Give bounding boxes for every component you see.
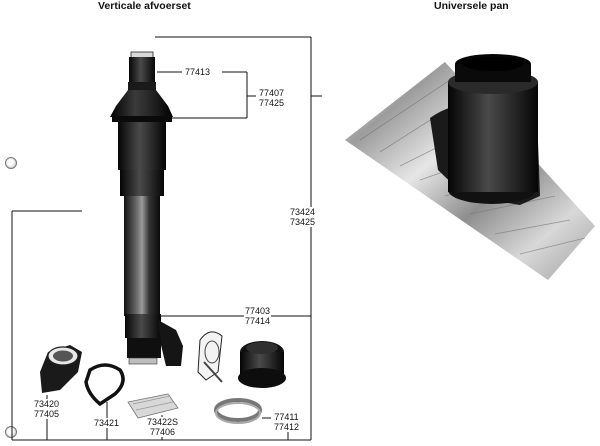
label-base-line2: 77414 — [245, 316, 271, 326]
label-clamp: 77411 77412 — [273, 412, 301, 432]
adapter-piece — [238, 341, 286, 388]
label-full-set-line2: 73425 — [290, 217, 316, 227]
label-clamp-line2: 77412 — [274, 422, 300, 432]
title-universal-roof-tile: Universele pan — [434, 0, 509, 12]
label-collar-line1: 73420 — [34, 399, 60, 409]
label-tape-line1: 73422S — [147, 417, 179, 427]
collar-piece — [40, 345, 82, 393]
aluminium-tape — [127, 393, 179, 419]
universal-roof-tile-photo — [345, 54, 595, 280]
mounting-bracket — [197, 331, 223, 383]
label-full-set-line1: 73424 — [290, 207, 316, 217]
label-top-cap: 77413 — [184, 67, 212, 77]
clamp-ring — [214, 398, 262, 424]
title-vertical-exhaust-set: Verticale afvoerset — [98, 0, 191, 12]
label-collar-line2: 77405 — [34, 409, 60, 419]
binder-hole-icon — [5, 157, 17, 169]
label-tape-line2: 77406 — [150, 427, 176, 437]
label-base-line1: 77403 — [245, 306, 271, 316]
label-base: 77403 77414 — [244, 306, 272, 326]
label-full-set: 73424 73425 — [289, 207, 317, 227]
rubber-ring — [84, 363, 125, 407]
label-cone-line1: 77407 — [259, 88, 285, 98]
label-tape: 73422S 77406 — [146, 417, 180, 437]
label-cone: 77407 77425 — [258, 88, 286, 108]
label-ring: 73421 — [93, 418, 121, 428]
vertical-flue-pipe — [110, 51, 183, 366]
label-collar: 73420 77405 — [33, 399, 61, 419]
label-clamp-line1: 77411 — [274, 412, 299, 422]
label-cone-line2: 77425 — [259, 98, 285, 108]
binder-hole-icon — [5, 426, 17, 438]
